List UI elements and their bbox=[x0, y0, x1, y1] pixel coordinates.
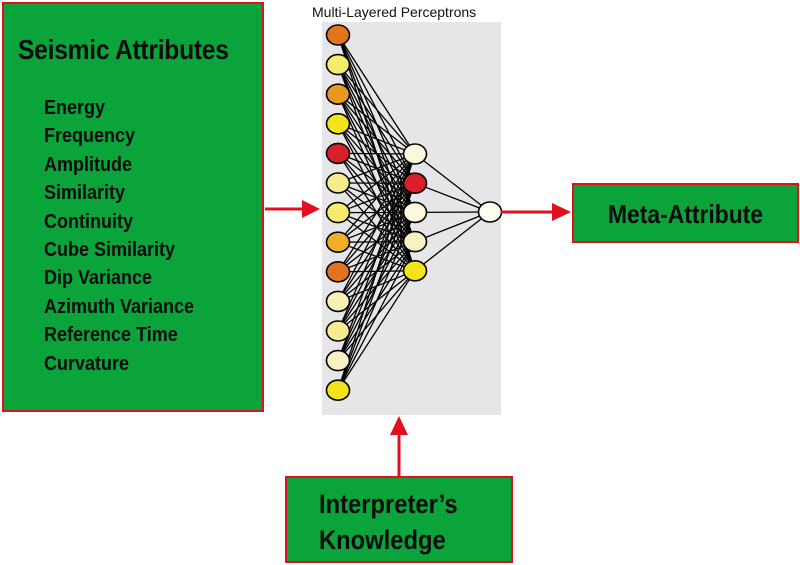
connection-line bbox=[337, 152, 416, 155]
attribute-item: Reference Time bbox=[44, 324, 178, 347]
hidden-node bbox=[402, 201, 428, 224]
input-node bbox=[325, 113, 351, 135]
interpreter-knowledge-label: Interpreter’s Knowledge bbox=[319, 486, 458, 558]
hidden-node bbox=[402, 230, 428, 253]
hidden-node bbox=[402, 143, 428, 165]
network-title: Multi-Layered Perceptrons bbox=[312, 4, 477, 20]
input-node bbox=[325, 379, 351, 402]
input-node bbox=[325, 142, 351, 165]
attribute-item: Cube Similarity bbox=[44, 239, 176, 262]
connection-line bbox=[414, 211, 491, 272]
arrow-attributes-to-network bbox=[265, 200, 320, 218]
connection-line bbox=[337, 93, 416, 155]
connection-line bbox=[337, 123, 416, 155]
network-connections bbox=[337, 34, 491, 391]
input-node bbox=[325, 290, 351, 313]
attribute-item: Curvature bbox=[44, 352, 130, 375]
input-node bbox=[325, 349, 351, 372]
hidden-node bbox=[402, 172, 428, 194]
network-nodes bbox=[325, 24, 503, 402]
attribute-item: Azimuth Variance bbox=[44, 295, 195, 318]
knowledge-line-2: Knowledge bbox=[319, 525, 446, 555]
attribute-item: Amplitude bbox=[44, 153, 133, 176]
connection-line bbox=[414, 182, 491, 213]
attribute-item: Similarity bbox=[44, 182, 126, 205]
connection-line bbox=[337, 153, 416, 214]
attribute-list: Energy Frequency Amplitude Similarity Co… bbox=[44, 94, 211, 378]
input-node bbox=[325, 260, 351, 283]
input-node bbox=[325, 53, 351, 76]
attribute-item: Energy bbox=[44, 97, 106, 119]
connection-line bbox=[337, 153, 416, 391]
input-node bbox=[325, 83, 351, 105]
attribute-item: Dip Variance bbox=[44, 267, 153, 290]
connection-line bbox=[337, 182, 416, 391]
connection-line bbox=[337, 153, 416, 184]
seismic-attributes-box: Seismic Attributes Energy Frequency Ampl… bbox=[2, 2, 264, 412]
connection-line bbox=[337, 153, 416, 332]
connection-line bbox=[337, 64, 416, 155]
attribute-item: Frequency bbox=[44, 125, 136, 148]
connection-line bbox=[337, 153, 416, 302]
arrow-network-to-meta bbox=[501, 203, 571, 221]
hidden-node bbox=[402, 259, 428, 282]
meta-attribute-label: Meta-Attribute bbox=[607, 199, 764, 229]
interpreter-knowledge-box: Interpreter’s Knowledge bbox=[285, 476, 513, 563]
connection-line bbox=[414, 211, 491, 243]
knowledge-line-1: Interpreter’s bbox=[319, 489, 458, 519]
connection-line bbox=[337, 153, 416, 361]
connection-line bbox=[337, 212, 416, 391]
connection-line bbox=[337, 241, 416, 391]
input-node bbox=[325, 320, 351, 342]
input-node bbox=[325, 201, 351, 224]
connection-line bbox=[337, 153, 416, 243]
seismic-attributes-title: Seismic Attributes bbox=[18, 34, 229, 65]
output-node bbox=[477, 201, 503, 223]
input-node bbox=[325, 172, 351, 194]
attribute-item: Continuity bbox=[44, 210, 133, 233]
meta-attribute-box: Meta-Attribute bbox=[572, 183, 799, 243]
arrow-knowledge-to-network bbox=[390, 416, 408, 476]
connection-line bbox=[337, 34, 416, 155]
connection-line bbox=[337, 270, 416, 391]
input-node bbox=[325, 231, 351, 253]
input-node bbox=[325, 24, 351, 46]
connection-line bbox=[414, 153, 491, 213]
connection-line bbox=[337, 153, 416, 273]
